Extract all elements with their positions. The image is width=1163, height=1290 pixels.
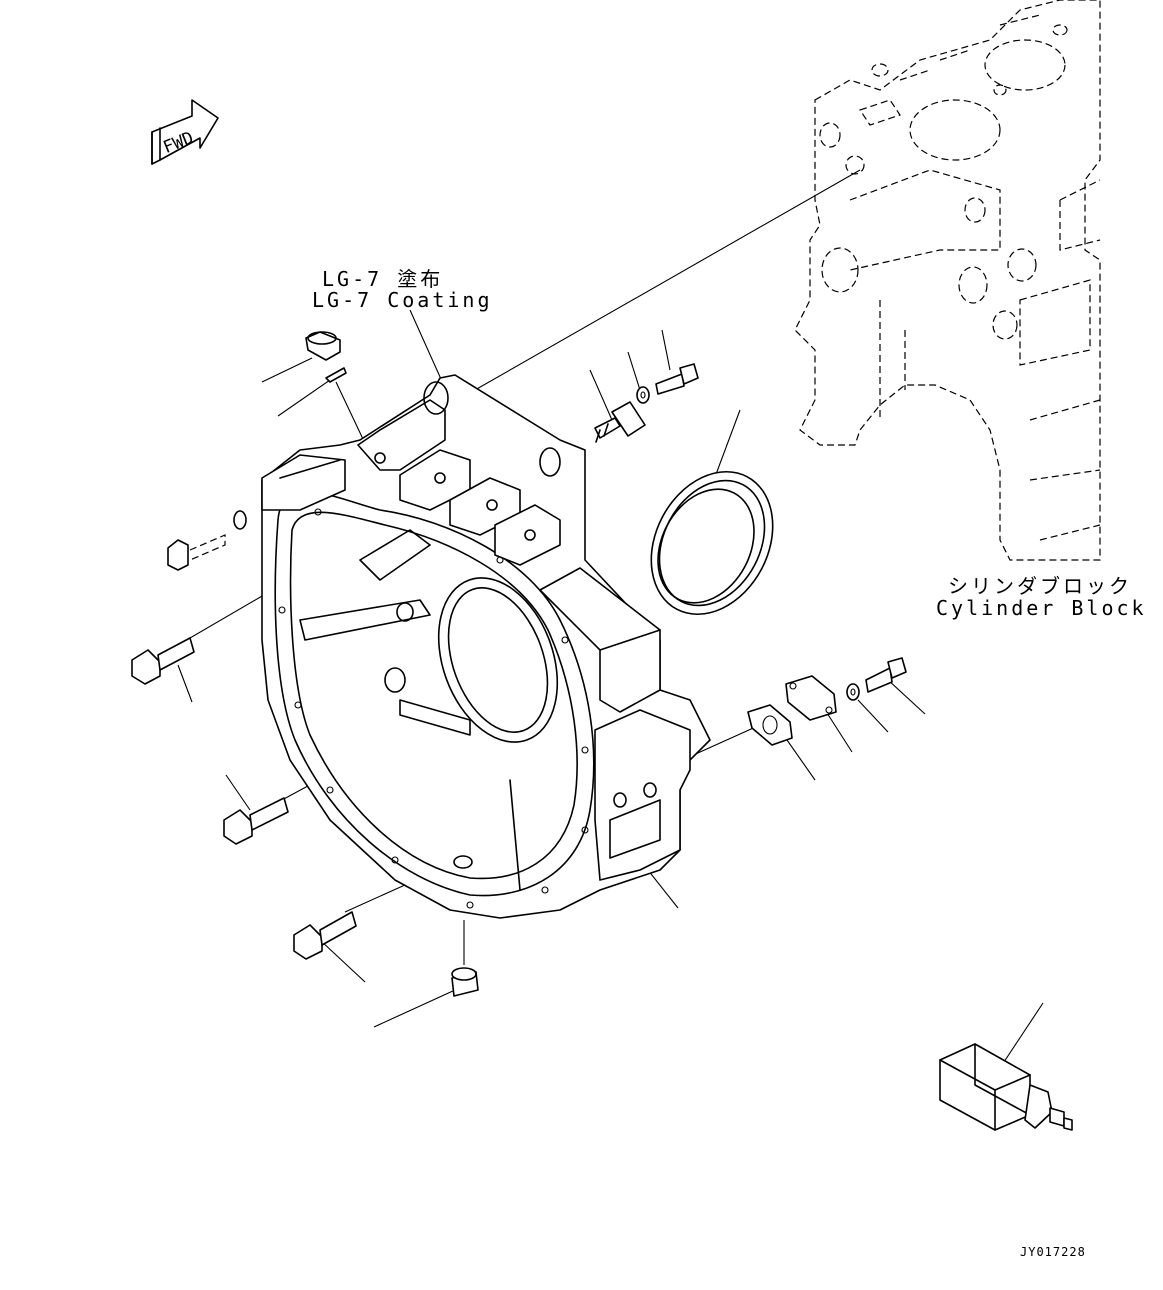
plug-icon (167, 510, 247, 571)
bolt-icon (131, 637, 195, 685)
cover-plate-icon (785, 675, 837, 721)
sensor-icon (594, 401, 646, 443)
cylinder-block-label-en: Cylinder Block (936, 596, 1147, 620)
gasket-icon (747, 704, 793, 746)
plug-icon (305, 331, 341, 361)
bolt-icon (223, 797, 289, 845)
bolt-icon (293, 911, 357, 960)
coating-label-en: LG-7 Coating (312, 288, 493, 312)
fwd-arrow-icon: FWD (151, 99, 219, 165)
cylinder-block-icon (794, 0, 1101, 561)
bolt-icon (655, 363, 699, 395)
bolt-icon (865, 657, 907, 693)
drawing-code: JY017228 (1020, 1245, 1086, 1259)
cylinder-block-label-jp: シリンダブロック (948, 574, 1132, 598)
coating-label-jp: LG-7 塗布 (322, 267, 444, 291)
oil-seal-icon (650, 470, 774, 616)
flywheel-housing-icon (261, 374, 711, 919)
washer-icon (846, 683, 860, 701)
dowel-pin-icon (325, 367, 347, 383)
cap-icon (451, 967, 479, 997)
washer-icon (636, 386, 650, 404)
tool-icon (939, 1043, 1073, 1131)
